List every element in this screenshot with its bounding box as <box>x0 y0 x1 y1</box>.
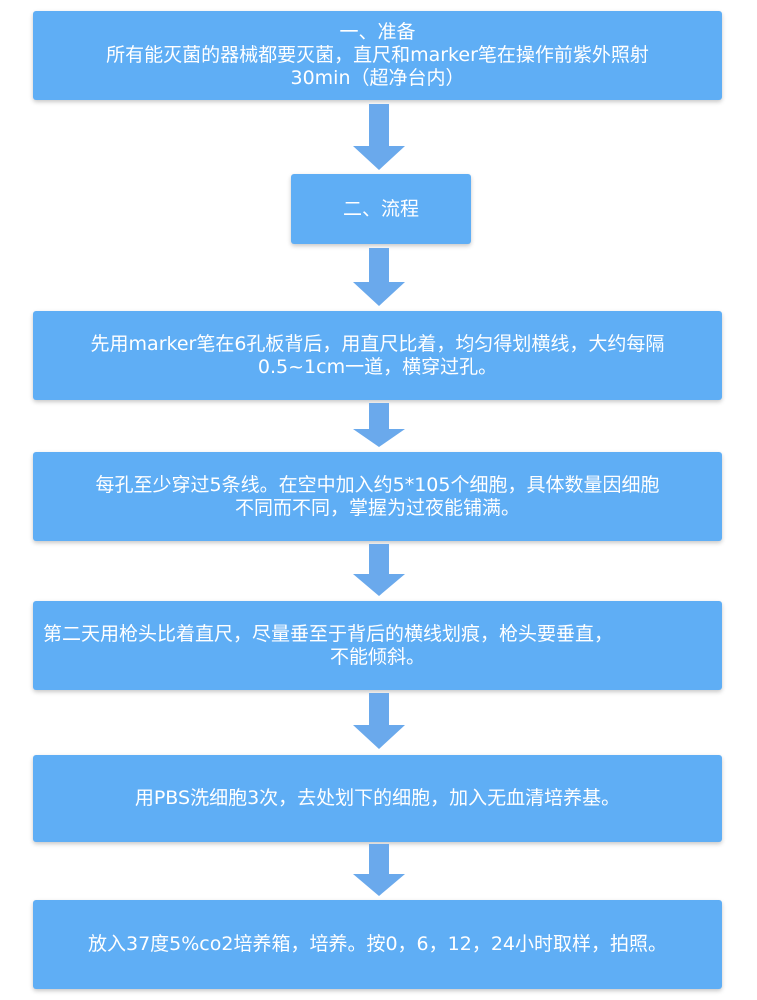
step-seed-cells-text-line-1: 每孔至少穿过5条线。在空中加入约5*105个细胞，具体数量因细胞 <box>95 473 660 496</box>
step-scratch-box: 第二天用枪头比着直尺，尽量垂至于背后的横线划痕，枪头要垂直， 不能倾斜。 <box>33 601 722 690</box>
step-process-heading: 二、流程 <box>342 197 419 220</box>
step-preparation-text-line-1: 所有能灭菌的器械都要灭菌，直尺和marker笔在操作前紫外照射 <box>106 44 649 66</box>
step-marker-lines-text-line-2: 0.5~1cm一道，横穿过孔。 <box>257 355 498 378</box>
step-scratch-text-line-1: 第二天用枪头比着直尺，尽量垂至于背后的横线划痕，枪头要垂直， <box>43 622 614 645</box>
step-wash-text: 用PBS洗细胞3次，去处划下的细胞，加入无血清培养基。 <box>134 787 621 809</box>
step-preparation-text-line-2: 30min（超净台内） <box>290 67 465 89</box>
down-arrow-icon <box>353 248 405 306</box>
down-arrow-icon <box>353 693 405 749</box>
down-arrow-icon <box>353 104 405 170</box>
step-seed-cells-text-line-2: 不同而不同，掌握为过夜能铺满。 <box>234 496 520 519</box>
step-scratch-text-line-2: 不能倾斜。 <box>329 645 425 668</box>
down-arrow-icon <box>353 544 405 596</box>
step-preparation-box: 一、准备 所有能灭菌的器械都要灭菌，直尺和marker笔在操作前紫外照射 30m… <box>33 11 722 100</box>
down-arrow-icon <box>353 844 405 896</box>
step-marker-lines-box: 先用marker笔在6孔板背后，用直尺比着，均匀得划横线，大约每隔 0.5~1c… <box>33 311 722 400</box>
step-wash-box: 用PBS洗细胞3次，去处划下的细胞，加入无血清培养基。 <box>33 755 722 842</box>
step-seed-cells-box: 每孔至少穿过5条线。在空中加入约5*105个细胞，具体数量因细胞 不同而不同，掌… <box>33 452 722 541</box>
step-process-box: 二、流程 <box>291 174 471 244</box>
step-preparation-heading: 一、准备 <box>339 21 416 43</box>
step-marker-lines-text-line-1: 先用marker笔在6孔板背后，用直尺比着，均匀得划横线，大约每隔 <box>90 332 665 355</box>
step-incubate-text: 放入37度5%co2培养箱，培养。按0，6，12，24小时取样，拍照。 <box>87 933 667 955</box>
down-arrow-icon <box>353 403 405 447</box>
step-incubate-box: 放入37度5%co2培养箱，培养。按0，6，12，24小时取样，拍照。 <box>33 900 722 989</box>
